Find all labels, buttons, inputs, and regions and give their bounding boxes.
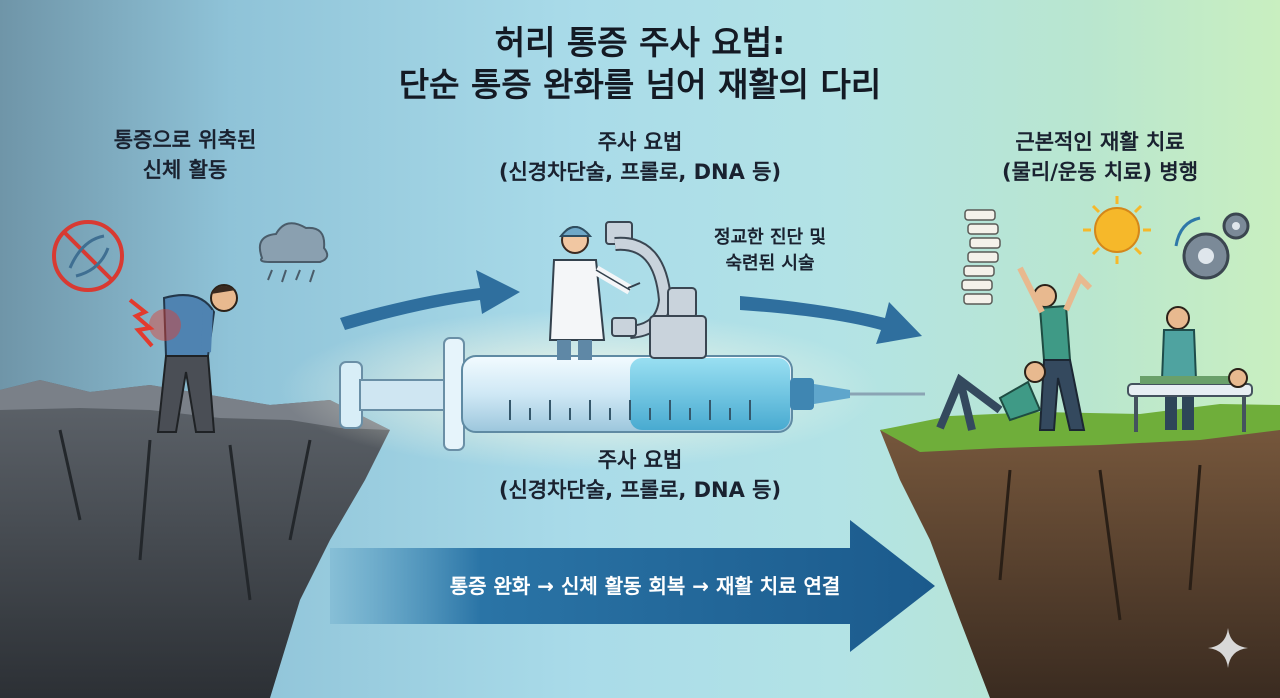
c-arm-machine: [605, 221, 707, 359]
pain-burst-icon: [128, 298, 155, 348]
treatment-table: [1127, 368, 1253, 432]
left-cliff: [0, 380, 390, 698]
left-caption-line1: 통증으로 위축된: [113, 128, 257, 152]
doctor-figure: [548, 226, 641, 360]
right-caption-line1: 근본적인 재활 치료: [1015, 130, 1185, 154]
bottom-banner-arrow: [330, 520, 935, 652]
sun-icon: [1083, 196, 1151, 264]
center-top-caption-line1: 주사 요법: [597, 130, 683, 154]
left-arrow: [340, 270, 520, 330]
no-movement-icon: [52, 220, 124, 292]
syringe: [339, 337, 925, 451]
right-cliff: [880, 410, 1280, 698]
diagnosis-caption-line1: 정교한 진단 및: [714, 227, 826, 248]
page-title-line2: 단순 통증 완화를 넘어 재활의 다리: [398, 65, 882, 104]
diagnosis-caption-line2: 숙련된 시술: [725, 253, 815, 274]
spine-icon: [961, 209, 1001, 305]
process-banner-text: 통증 완화 → 신체 활동 회복 → 재활 치료 연결: [449, 574, 841, 598]
gear-icon: [1174, 212, 1250, 280]
center-bottom-caption-line1: 주사 요법: [597, 448, 683, 472]
center-bottom-caption-line2: (신경차단술, 프롤로, DNA 등): [498, 478, 782, 502]
situp-woman-figure: [936, 361, 1046, 431]
right-caption-line2: (물리/운동 치료) 병행: [1001, 160, 1199, 184]
stretching-woman-figure: [1017, 266, 1093, 431]
left-caption-line2: 신체 활동: [142, 158, 228, 182]
right-arrow: [740, 296, 922, 344]
center-top-caption-line2: (신경차단술, 프롤로, DNA 등): [498, 160, 782, 184]
rain-cloud-icon: [258, 222, 329, 283]
pained-man-figure: [128, 284, 238, 433]
sparkle-icon: [1208, 628, 1248, 668]
page-title-line1: 허리 통증 주사 요법:: [494, 23, 786, 62]
